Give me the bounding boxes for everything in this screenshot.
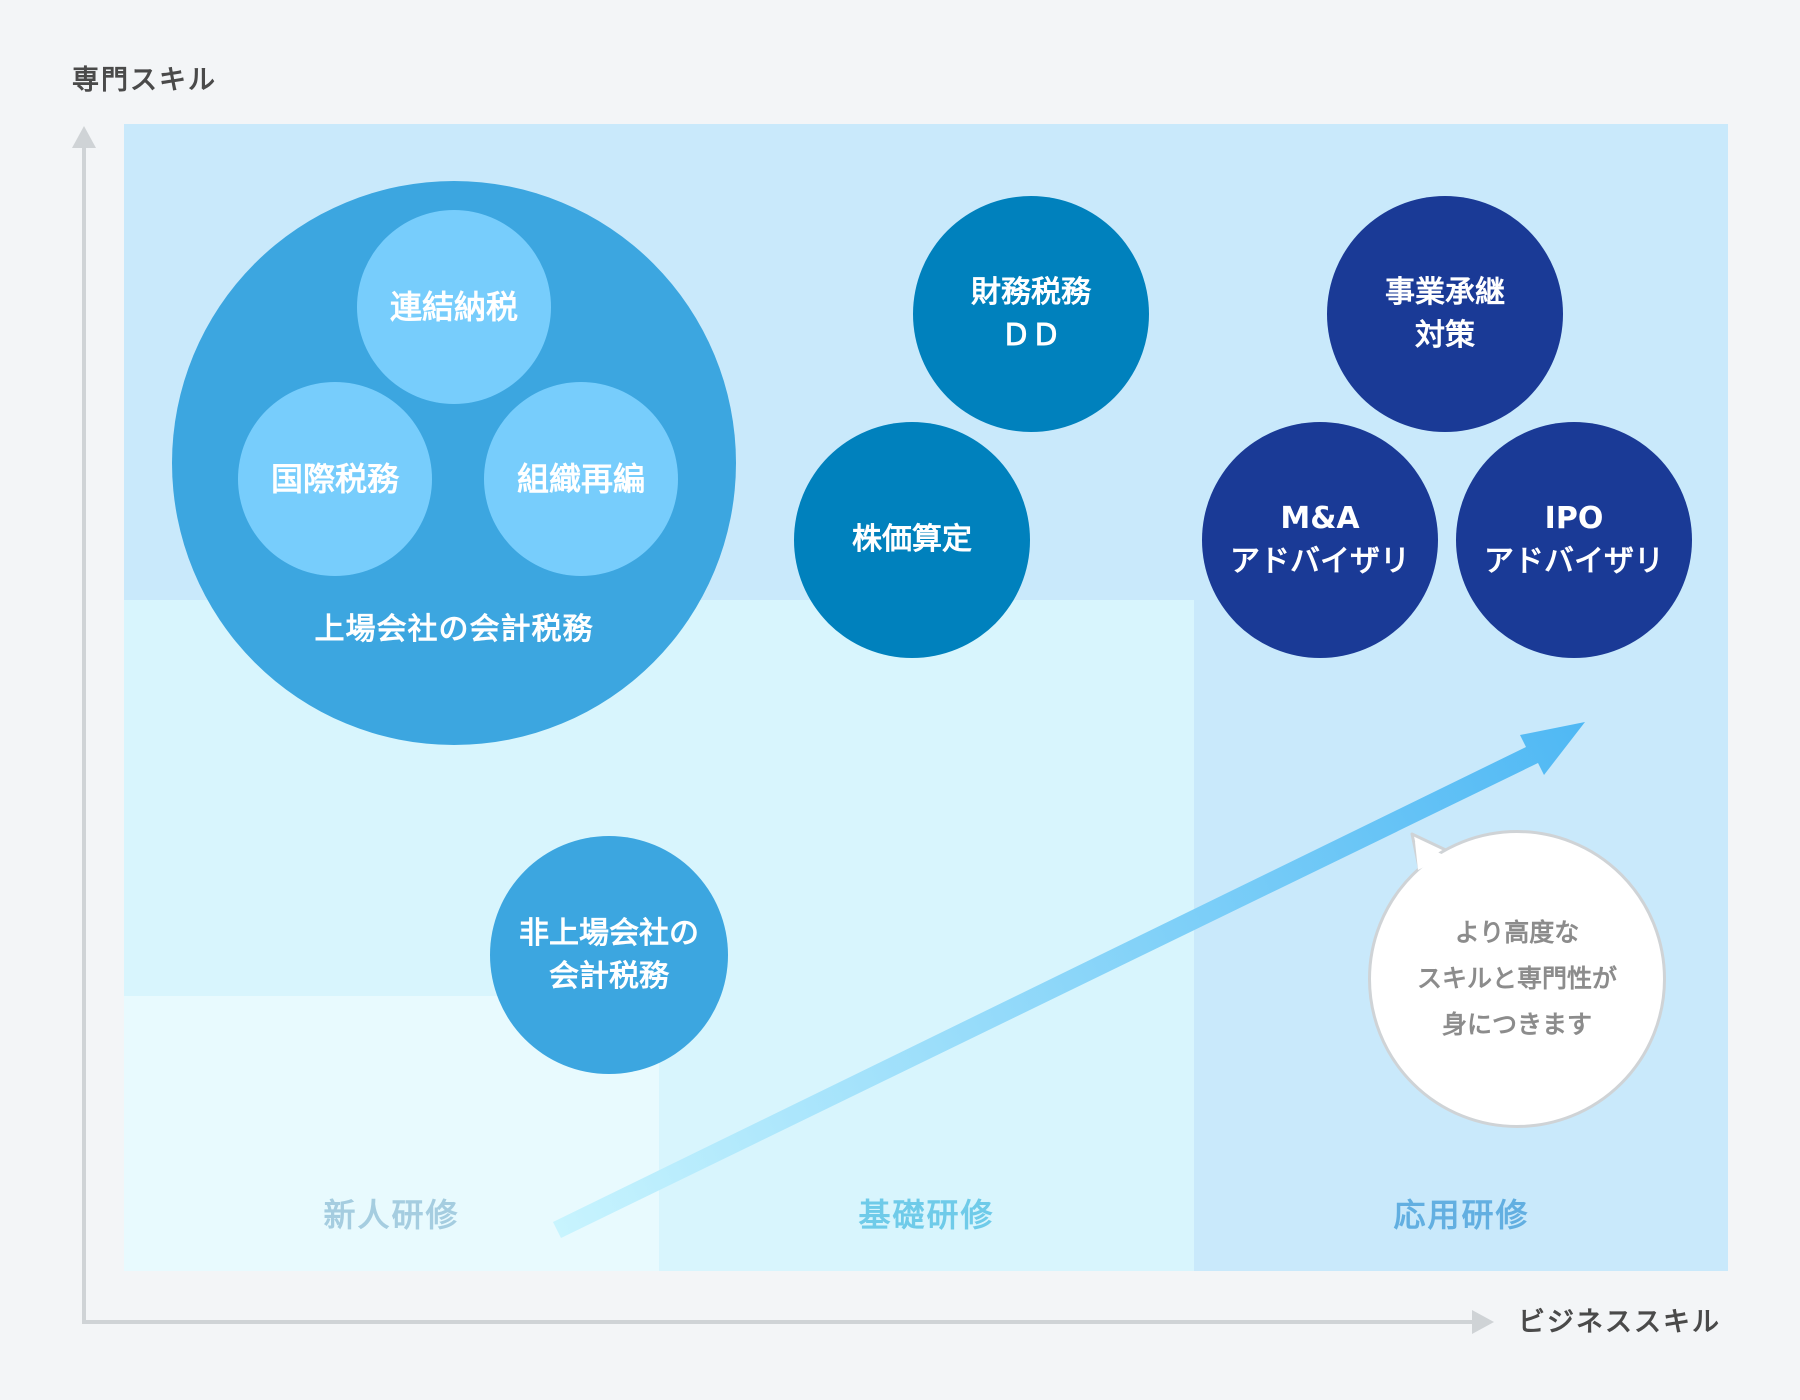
speech-bubble-line3: 身につきます <box>1441 1010 1592 1040</box>
financial-tax-dd-circle: 財務税務 ＤＤ <box>913 196 1149 432</box>
valuation-circle: 株価算定 <box>794 422 1030 658</box>
level-label-basic: 基礎研修 <box>858 1196 995 1234</box>
x-axis-label: ビジネススキル <box>1518 1307 1721 1338</box>
speech-bubble-line2: スキルと専門性が <box>1416 963 1617 993</box>
financial-tax-dd-line2: ＤＤ <box>1001 318 1061 353</box>
business-succession-circle: 事業承継 対策 <box>1327 196 1563 432</box>
ipo-advisory-circle: IPO アドバイザリ <box>1456 422 1692 658</box>
unlisted-company-line2: 会計税務 <box>549 959 669 994</box>
business-succession-line2: 対策 <box>1415 318 1475 353</box>
consolidated-tax-circle: 連結納税 <box>357 210 551 404</box>
speech-bubble-line1: より高度な <box>1454 917 1580 947</box>
y-axis-arrowhead <box>72 126 96 148</box>
reorganization-circle: 組織再編 <box>484 382 678 576</box>
y-axis-label: 専門スキル <box>72 65 217 96</box>
consolidated-tax-label: 連結納税 <box>389 287 518 326</box>
y-axis <box>72 126 96 1322</box>
level-label-applied: 応用研修 <box>1393 1196 1530 1234</box>
international-tax-label: 国際税務 <box>270 459 399 498</box>
ipo-advisory-line1: IPO <box>1544 500 1604 536</box>
ipo-advisory-line2: アドバイザリ <box>1484 544 1664 579</box>
x-axis-arrowhead <box>1472 1310 1494 1334</box>
ma-advisory-line1: M&A <box>1280 500 1360 536</box>
level-label-new-employee: 新人研修 <box>323 1196 460 1234</box>
ma-advisory-line2: アドバイザリ <box>1230 544 1410 579</box>
business-succession-line1: 事業承継 <box>1385 274 1505 310</box>
speech-bubble: より高度な スキルと専門性が 身につきます <box>1368 830 1666 1128</box>
x-axis <box>82 1310 1494 1334</box>
reorganization-label: 組織再編 <box>516 459 645 498</box>
valuation-label: 株価算定 <box>852 522 972 558</box>
ma-advisory-circle: M&A アドバイザリ <box>1202 422 1438 658</box>
growth-arrow <box>553 722 1585 1238</box>
unlisted-company-line1: 非上場会社の <box>519 915 699 951</box>
listed-company-label: 上場会社の会計税務 <box>314 612 594 647</box>
international-tax-circle: 国際税務 <box>238 382 432 576</box>
financial-tax-dd-line1: 財務税務 <box>971 274 1091 310</box>
unlisted-company-circle: 非上場会社の 会計税務 <box>490 836 728 1074</box>
